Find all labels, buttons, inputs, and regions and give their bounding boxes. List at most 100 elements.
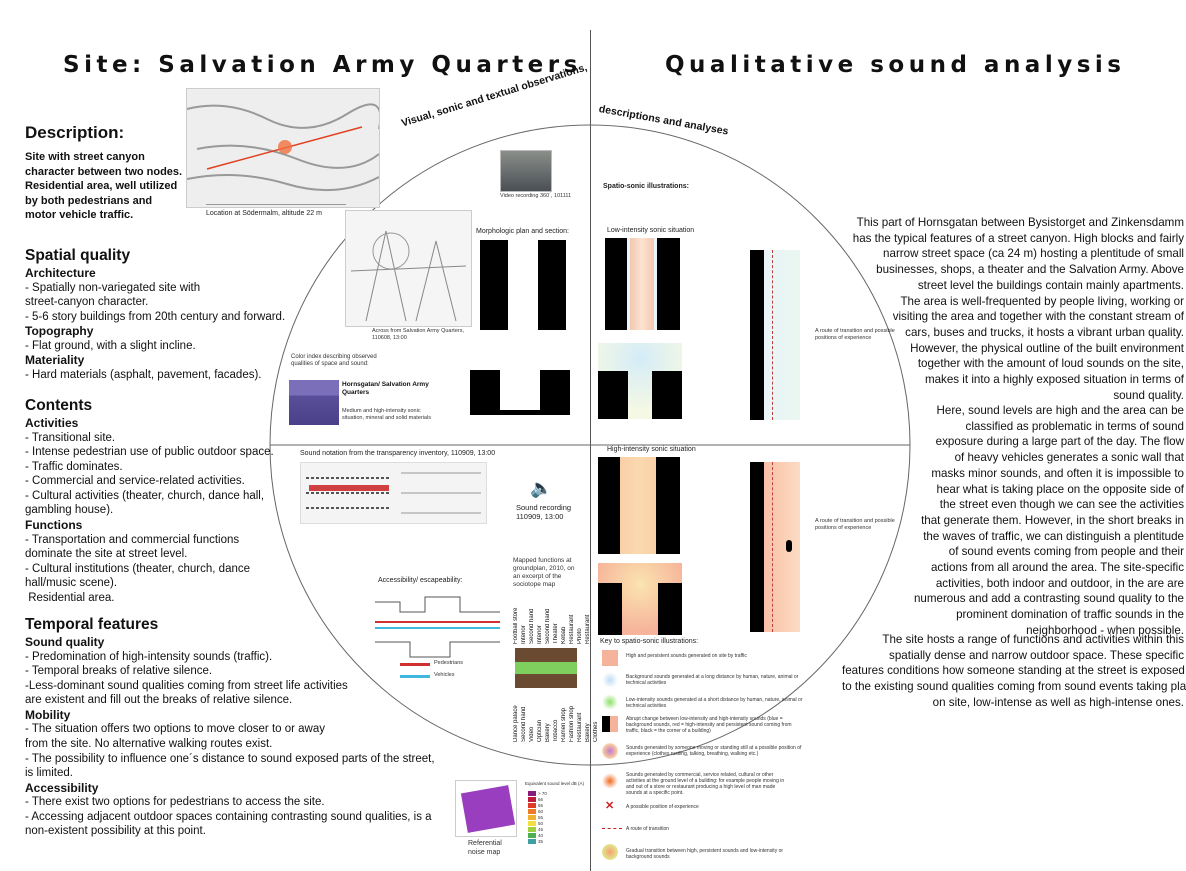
function-label: Theater: [553, 623, 559, 644]
noise-level: 55: [538, 814, 544, 820]
functions-title: Functions: [25, 518, 83, 533]
spatial-section: Spatial quality Architecture - Spatially…: [25, 246, 315, 382]
section-ground: [500, 410, 540, 415]
contents-title: Contents: [25, 397, 93, 414]
architecture-line: - Spatially non-variegated site with: [25, 281, 201, 294]
analysis-line: hear what is taking place on the opposit…: [936, 482, 1185, 496]
noise-legend-row: 35: [528, 838, 568, 844]
sound-quality-line: are existent and fill out the breaks of …: [25, 694, 293, 707]
street-sketch: [345, 210, 472, 327]
analysis-paragraph-2: Here, sound levels are high and the area…: [842, 403, 1184, 639]
noise-level: 40: [538, 832, 544, 838]
function-label: Optician: [537, 719, 543, 742]
noise-swatch: [528, 814, 536, 820]
noise-legend-title: Equivalent sound level dB (A): [525, 781, 585, 786]
noise-swatch: [528, 826, 536, 832]
plan-block-left: [480, 240, 508, 330]
noise-legend: > 70 66 65 60 55 50 45 40 35: [528, 790, 568, 844]
functions-groundplan: [515, 648, 577, 688]
sound-quality-line: -Less-dominant sound qualities coming fr…: [25, 679, 348, 692]
noise-legend-row: 66: [528, 796, 568, 802]
low-route-line: [772, 250, 774, 420]
morph-section: [470, 370, 570, 415]
high-route-map: [750, 462, 800, 632]
high-route-vehicle: [786, 540, 792, 552]
noise-level: 60: [538, 808, 544, 814]
high-plan: [598, 457, 680, 554]
access-drawing: [375, 596, 500, 658]
analysis-line: of sound events coming from people and t…: [948, 545, 1184, 559]
activities-line: - Transitional site.: [25, 431, 116, 444]
sketch-drawing: [350, 230, 467, 322]
function-label: Video: [529, 726, 535, 742]
sound-quality-line: - Temporal breaks of relative silence.: [25, 665, 213, 678]
key-item: Abrupt change between low-intensity and …: [626, 716, 792, 734]
mobility-line: is limited.: [25, 767, 73, 780]
activities-line: - Intense pedestrian use of public outdo…: [25, 446, 274, 459]
noise-legend-row: > 70: [528, 790, 568, 796]
activities-line: - Cultural activities (theater, church, …: [25, 489, 265, 502]
key-swatch-abrupt-change: [602, 716, 618, 732]
activities-line: gambling house).: [25, 504, 114, 517]
high-route-line: [772, 462, 774, 632]
analysis-line: to the existing sound qualities coming f…: [842, 680, 1186, 694]
functions-bottom-list: Dance palace Second hand Video Optician …: [513, 692, 600, 742]
activities-title: Activities: [25, 416, 79, 430]
analysis-line: the street even though we can see the ac…: [939, 498, 1184, 512]
key-swatch-low-intensity: [602, 694, 618, 710]
function-label: Bakery: [545, 723, 551, 742]
key-item: Sounds generated by commercial, service …: [626, 772, 785, 796]
notation-image: [300, 462, 487, 524]
architecture-line: - 5-6 story buildings from 20th century …: [25, 310, 286, 323]
speaker-icon[interactable]: 🔈: [530, 478, 553, 498]
mobility-line: from the site. No alternative walking ro…: [25, 737, 273, 750]
analysis-paragraph-1: This part of Hornsgatan between Bysistor…: [842, 215, 1184, 403]
low-plan: [605, 238, 680, 330]
high-section-right: [658, 583, 682, 635]
accessibility-line: non-existent possibility at this point.: [25, 825, 206, 838]
temporal-title: Temporal features: [25, 616, 159, 633]
color-index-swatch: [289, 380, 339, 425]
function-label: Kebab: [561, 626, 567, 644]
analysis-line: street level the buildings contain mainl…: [917, 278, 1184, 292]
function-label: Interior: [521, 625, 527, 644]
analysis-line: classified as problematic in terms of so…: [965, 419, 1184, 433]
access-caption: Accessibility/ escapeability:: [378, 577, 463, 584]
noise-legend-row: 50: [528, 820, 568, 826]
functions-line: Residential area.: [25, 591, 115, 604]
analysis-line: of heavy vehicles generates a sonic wall…: [954, 451, 1184, 465]
high-route-block: [750, 462, 764, 632]
accessibility-title: Accessibility: [25, 780, 99, 795]
analysis-line: numerous and add a contrasting sound qua…: [913, 592, 1184, 606]
color-index-desc: Medium and high-intensity sonic situatio…: [342, 408, 431, 421]
temporal-section: Temporal features Sound quality - Predom…: [25, 615, 435, 839]
function-label: Restaurant: [577, 712, 583, 742]
functions-line: hall/music scene).: [25, 577, 118, 590]
function-label: Dance palace: [513, 705, 519, 742]
video-thumbnail[interactable]: [500, 150, 552, 192]
high-plan-right: [656, 457, 680, 554]
low-section-left: [598, 371, 628, 419]
analysis-line: on site, low-intense as well as high-int…: [932, 695, 1184, 709]
noise-legend-row: 45: [528, 826, 568, 832]
color-index-name: Hornsgatan/ Salvation Army Quarters: [342, 381, 429, 396]
noise-swatch: [528, 832, 536, 838]
activities-line: - Commercial and service-related activit…: [25, 475, 245, 488]
functions-top-list: Football store Interior Second hand Inte…: [513, 596, 592, 644]
analysis-line: prominent domination of traffic sounds i…: [956, 608, 1184, 622]
topography-line: - Flat ground, with a slight incline.: [25, 339, 196, 352]
location-map-scale: [206, 200, 346, 205]
color-index-caption: Color index describing observed qualitie…: [291, 354, 377, 367]
analysis-line: together with the amount of loud sounds …: [917, 357, 1184, 371]
noise-swatch: [528, 796, 536, 802]
key-position-icon: ✕: [605, 800, 615, 812]
description-text: Site with street canyon character betwee…: [25, 151, 183, 221]
contents-section: Contents Activities - Transitional site.…: [25, 396, 315, 606]
morph-plan: [480, 240, 570, 330]
noise-swatch: [528, 802, 536, 808]
noise-level: 35: [538, 838, 544, 844]
location-map-drawing: [187, 103, 379, 192]
noise-map-fill: [460, 785, 516, 833]
notation-caption: Sound notation from the transparency inv…: [300, 450, 496, 457]
low-intensity-caption: Low-intensity sonic situation: [607, 227, 695, 234]
